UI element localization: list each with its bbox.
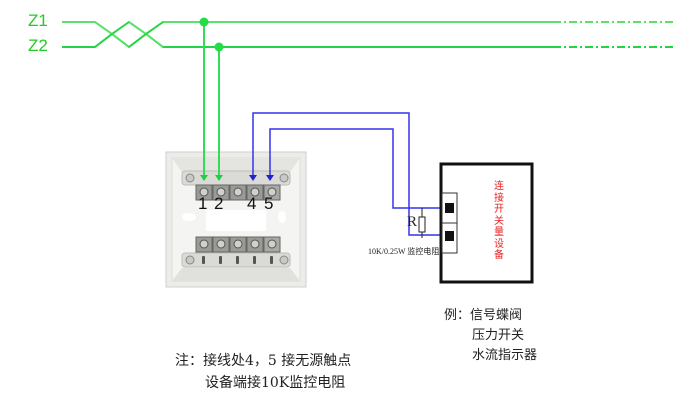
bus-label-z2: Z2 [28,36,48,55]
switch-device-box [439,162,534,284]
terminal-label-5: 5 [264,194,274,213]
top-terminal-block [195,184,281,201]
terminal-label-1: 1 [198,194,208,213]
note-line-1: 注：接线处4，5 接无源触点 [175,353,352,369]
note-line-2: 设备端接10K监控电阻 [205,375,346,391]
wiring-note: 注：接线处4，5 接无源触点 设备端接10K监控电阻 [175,350,351,394]
example-item: 压力开关 [472,328,525,343]
example-list: 例：信号蝶阀 压力开关 水流指示器 [444,306,537,366]
input-wire-terminal-5 [266,128,440,209]
example-item-text: 信号蝶阀 [470,308,523,323]
bus-wire-z2-to-terminal-2 [214,42,224,181]
terminal-label-4: 4 [247,194,257,213]
device-label: 连接开关量设备 [494,181,504,261]
monitoring-resistor [418,208,426,238]
input-wire-terminal-4 [249,112,440,236]
example-item: 水流指示器 [472,348,538,363]
example-prefix: 例： [444,308,471,323]
terminal-label-2: 2 [214,194,224,213]
bus-wire-z1-to-terminal-1 [199,17,209,181]
example-item: 例：信号蝶阀 [444,306,537,326]
device-terminal [445,203,454,213]
resistor-label: R [407,214,418,230]
resistor-spec: 10K/0.25W 监控电阻 [368,247,440,256]
junction-dot [199,17,209,27]
device-terminal [445,231,454,241]
input-module [165,151,307,288]
bus-label-z1: Z1 [28,11,48,30]
junction-dot [214,42,224,52]
twisted-pair-symbol [94,21,164,48]
bottom-terminal-block [195,236,281,253]
